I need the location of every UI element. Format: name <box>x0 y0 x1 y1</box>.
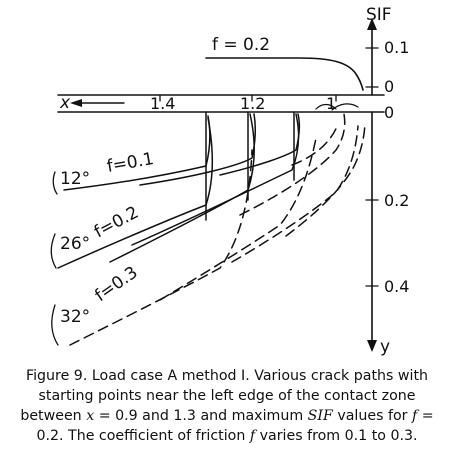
angle-label-32: 32° <box>60 307 90 327</box>
friction-label-0.3: f=0.3 <box>91 263 141 306</box>
angle-label-12: 12° <box>60 169 90 189</box>
angle-arc-26 <box>50 233 57 269</box>
sif-tick-label-0: 0 <box>384 77 394 96</box>
crack-path-f01-a <box>63 115 211 191</box>
crack-path-f02-a <box>57 117 213 269</box>
x-axis-label: x <box>59 93 71 113</box>
sif-axis-label: SIF <box>366 5 392 25</box>
angle-label-26: 26° <box>60 234 90 254</box>
caption-sif-variable: SIF <box>307 408 333 424</box>
sif-curve <box>205 57 364 91</box>
sif-curve-label: f = 0.2 <box>212 35 270 55</box>
friction-label-0.2: f=0.2 <box>91 203 142 243</box>
y-tick-label-0.2: 0.2 <box>384 191 409 210</box>
crack-path-f02-c <box>131 113 300 246</box>
friction-label-0.1: f=0.1 <box>105 149 155 177</box>
crack-path-f03-b <box>159 137 317 301</box>
figure-caption: Figure 9. Load case A method I. Various … <box>20 368 434 444</box>
x-tick-label-1.4: 1.4 <box>150 94 175 113</box>
crack-path-figure: SIF x y 0.1 0 1.4 1.2 1 0 0.2 0.4 f = 0.… <box>50 5 409 357</box>
sif-tick-label-0.1: 0.1 <box>384 38 409 57</box>
caption-f-variable: f <box>412 408 418 424</box>
sif-axis-arrow <box>367 18 377 30</box>
x-arrow-head <box>70 99 82 107</box>
caption-f-variable-2: f <box>249 428 256 444</box>
y-tick-label-0.4: 0.4 <box>384 277 409 296</box>
crack-path-f03-c <box>231 125 359 263</box>
crack-path-f01-b <box>139 113 257 186</box>
axis-arc-marks <box>315 103 359 111</box>
x-tick-label-1: 1 <box>326 94 336 113</box>
crack-path-f02-d <box>239 113 346 216</box>
y-axis-label: y <box>380 337 390 357</box>
crack-path-f03-a <box>69 149 253 346</box>
y-axis-arrow <box>367 340 377 352</box>
angle-arc-32 <box>51 304 59 346</box>
crack-path-f02-b <box>109 113 256 263</box>
crack-path-f01-d <box>291 123 339 166</box>
angle-arc-12 <box>52 171 58 195</box>
caption-x-variable: x <box>86 408 95 424</box>
y-tick-label-0: 0 <box>384 103 394 122</box>
x-tick-label-1.2: 1.2 <box>240 94 265 113</box>
